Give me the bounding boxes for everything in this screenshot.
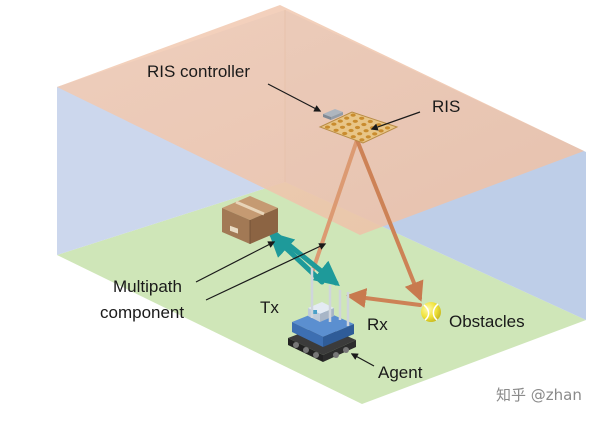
ris-element [354, 125, 361, 130]
callout-agent [350, 353, 375, 367]
ceiling [57, 5, 584, 235]
obstacle-ball-icon [421, 302, 441, 322]
ris-element [359, 116, 365, 120]
ris-element [339, 125, 346, 129]
multipath-arrows [265, 225, 340, 287]
ris-element [348, 128, 354, 133]
ris-element [337, 119, 343, 123]
ris-element [344, 116, 350, 120]
callout-ris [370, 111, 421, 131]
room [57, 5, 586, 404]
beam-ris-to-obstacle [355, 138, 424, 302]
label-multipath-line2: component [100, 303, 184, 322]
ris-element [365, 135, 371, 139]
ris-element [367, 119, 373, 124]
beam-obstacle-to-rx [346, 288, 422, 308]
multipath-arrow-to-rx [265, 225, 340, 287]
ris-element [346, 122, 352, 126]
label-tx: Tx [260, 298, 279, 317]
watermark: 知乎 @zhan [496, 386, 582, 404]
ris-element [372, 132, 378, 136]
ris-element [357, 132, 363, 136]
ris-element [331, 122, 337, 126]
ris-controller-icon [323, 109, 343, 120]
label-ris-controller: RIS controller [147, 62, 250, 81]
label-multipath-line1: Multipath [113, 277, 182, 296]
labels: RIS controller RIS Multipath component T… [100, 62, 582, 404]
ris-element [361, 122, 367, 127]
ris-element [350, 113, 356, 117]
callout-ris-controller [267, 83, 322, 112]
ris-element [378, 129, 384, 133]
label-rx: Rx [367, 315, 388, 334]
ris-element [324, 125, 331, 129]
ris-element [342, 131, 348, 136]
cardboard-box-icon [222, 196, 278, 244]
ris-element [333, 128, 339, 132]
label-obstacles: Obstacles [449, 312, 525, 331]
ris-element [350, 135, 356, 139]
ris-element [363, 129, 369, 133]
robot-agent-icon [288, 268, 356, 362]
label-ris: RIS [432, 97, 460, 116]
label-agent: Agent [378, 363, 423, 382]
ris-element [352, 119, 358, 123]
floor [57, 182, 586, 404]
ris-element [359, 138, 365, 142]
ris-element [384, 126, 391, 130]
callout-multipath-2 [205, 243, 327, 301]
callout-arrows [195, 83, 421, 367]
callout-multipath-1 [195, 241, 276, 283]
